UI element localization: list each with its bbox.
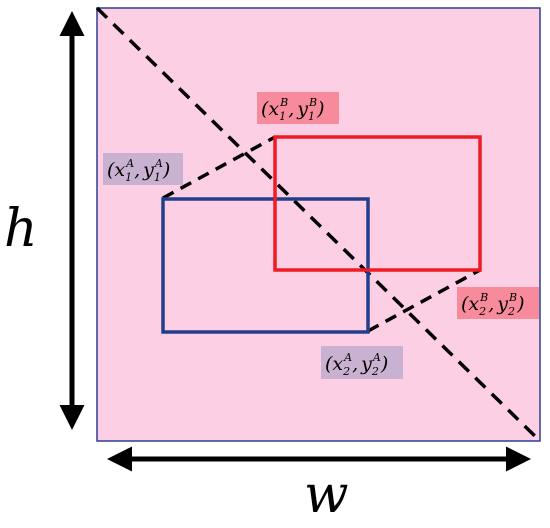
label-a1: (x1A,y1A) [107,157,170,184]
label-b2: (x2B,y2B) [461,291,525,318]
diagonal-dashed-line [95,6,542,443]
label-a2-background [321,346,403,379]
bounding-box-a [161,197,370,334]
label-b1-background [257,92,339,124]
height-label: h [4,199,38,259]
top-left-corner-connector [162,135,276,200]
label-b2-background [457,287,539,319]
label-b1: (x1B,y1B) [261,96,325,123]
bounding-box-b [273,135,482,272]
label-a2: (x2A,y2A) [325,351,388,378]
width-label: w [304,465,349,525]
bottom-right-corner-connector [367,268,481,333]
label-a1-background [103,153,183,185]
